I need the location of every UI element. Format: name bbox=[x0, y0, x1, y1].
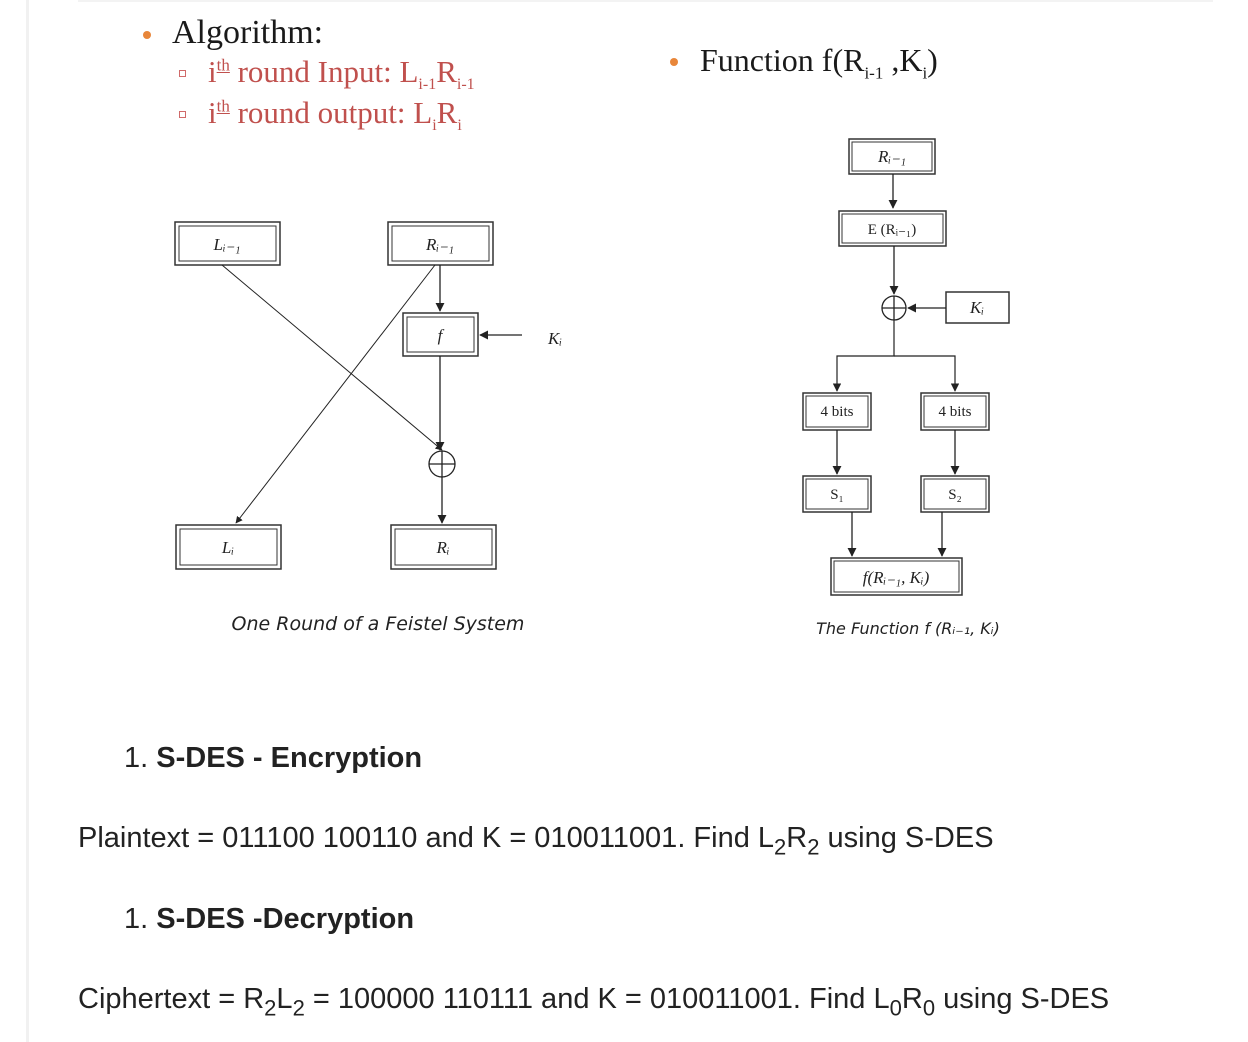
encryption-task: Plaintext = 011100 100110 and K = 010011… bbox=[78, 822, 994, 860]
box-fn-r-prev: Rᵢ₋₁ bbox=[848, 138, 936, 175]
label-r-prev: Rᵢ₋₁ bbox=[425, 235, 454, 254]
label-expansion: E (Rᵢ₋₁) bbox=[868, 222, 917, 238]
box-bits-right: 4 bits bbox=[920, 392, 990, 431]
algorithm-title: Algorithm: bbox=[172, 14, 324, 51]
diagrams-canvas: Lᵢ₋₁ Rᵢ₋₁ f Kᵢ Lᵢ bbox=[174, 138, 1010, 638]
box-f: f bbox=[402, 312, 479, 357]
sub-bullet-square bbox=[179, 111, 186, 118]
box-s1: S₁ bbox=[802, 475, 872, 513]
decryption-task: Ciphertext = R2L2 = 100000 110111 and K … bbox=[78, 983, 1110, 1021]
label-fn-key: Kᵢ bbox=[969, 298, 984, 317]
box-bits-left: 4 bits bbox=[802, 392, 872, 431]
round-output-line: ith round output: LiRi bbox=[208, 95, 462, 135]
label-r: Rᵢ bbox=[435, 538, 449, 557]
function-caption: The Function f (Rᵢ₋₁, Kᵢ) bbox=[816, 619, 1000, 638]
encryption-heading: 1. S-DES - Encryption bbox=[124, 742, 423, 774]
decryption-heading: 1. S-DES -Decryption bbox=[124, 903, 415, 935]
label-s1: S₁ bbox=[830, 487, 844, 503]
label-bits-left: 4 bits bbox=[821, 404, 854, 420]
box-expansion: E (Rᵢ₋₁) bbox=[838, 210, 947, 247]
label-s2: S₂ bbox=[948, 487, 962, 503]
label-fn-output: f(Rᵢ₋₁, Kᵢ) bbox=[863, 568, 930, 587]
function-heading: Function f(Ri-1 ,Ki) bbox=[700, 42, 938, 83]
xor-icon bbox=[428, 450, 456, 478]
bullet-dot bbox=[143, 31, 151, 39]
xor-icon bbox=[881, 295, 907, 321]
label-f: f bbox=[438, 326, 445, 345]
label-l: Lᵢ bbox=[221, 538, 234, 557]
feistel-caption: One Round of a Feistel System bbox=[232, 613, 525, 635]
box-fn-key: Kᵢ bbox=[945, 291, 1010, 324]
sub-bullet-square bbox=[179, 70, 186, 77]
label-l-prev: Lᵢ₋₁ bbox=[212, 235, 240, 254]
feistel-diagram: Lᵢ₋₁ Rᵢ₋₁ f Kᵢ Lᵢ bbox=[174, 221, 562, 635]
page-left-border bbox=[26, 0, 29, 1042]
box-l-prev: Lᵢ₋₁ bbox=[174, 221, 281, 266]
arrow-l-to-xor bbox=[221, 264, 443, 451]
function-diagram: Rᵢ₋₁ E (Rᵢ₋₁) Kᵢ 4 bits 4 bits bbox=[802, 138, 1010, 638]
box-l: Lᵢ bbox=[175, 524, 282, 570]
page-top-border bbox=[78, 0, 1213, 2]
box-r-prev: Rᵢ₋₁ bbox=[387, 221, 494, 266]
arrow-split-left bbox=[832, 320, 895, 392]
round-input-line: ith round Input: Li-1Ri-1 bbox=[208, 54, 475, 94]
box-fn-output: f(Rᵢ₋₁, Kᵢ) bbox=[830, 557, 963, 596]
bullet-dot bbox=[670, 58, 678, 66]
label-fn-r-prev: Rᵢ₋₁ bbox=[877, 147, 906, 166]
label-bits-right: 4 bits bbox=[939, 404, 972, 420]
arrow-r-to-l bbox=[235, 264, 436, 524]
box-r: Rᵢ bbox=[390, 524, 497, 570]
box-s2: S₂ bbox=[920, 475, 990, 513]
key-ki-label: Kᵢ bbox=[547, 329, 562, 348]
arrow-split-right bbox=[894, 355, 960, 392]
